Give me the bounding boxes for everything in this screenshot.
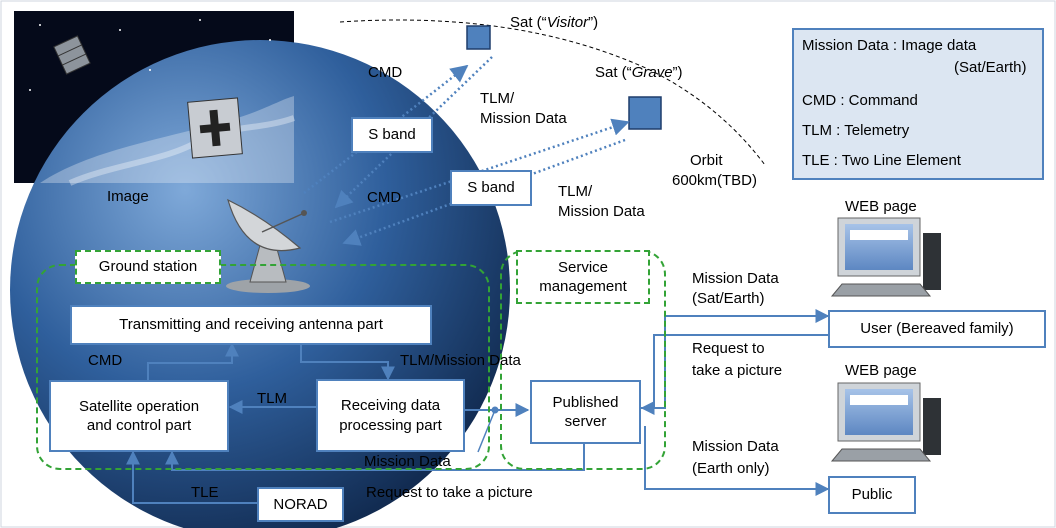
service-title-line1: Service [557, 258, 609, 276]
tlm-mission-label: TLM/Mission Data [400, 352, 521, 369]
sat-op-line1: Satellite operation [78, 397, 200, 415]
cubesat-large-icon [187, 97, 243, 159]
orbit-label-2: 600km(TBD) [672, 172, 758, 189]
tlm-internal-label: TLM [257, 390, 287, 407]
satellite-grave-icon [628, 96, 662, 130]
satellite-grave-label: Sat (“Grave”) [595, 64, 683, 81]
mission-data-label: Mission Data [364, 453, 451, 470]
md-sat-earth-label-1: Mission Data [692, 270, 779, 287]
request-label-1: Request to [692, 340, 765, 357]
image-caption: Image [107, 188, 149, 205]
tlm-mission-arrow [300, 344, 395, 381]
satellite-visitor-label: Sat (“Visitor”) [510, 14, 599, 31]
cmd-uplink-lower [329, 118, 630, 224]
satellite-visitor-icon [466, 25, 491, 50]
cmd-label-upper: CMD [368, 64, 403, 81]
tle-label: TLE [191, 484, 219, 501]
cmd-label-lower: CMD [367, 189, 402, 206]
request-arrow [165, 444, 585, 471]
legend-mission-data: Mission Data : Image data [802, 37, 977, 54]
md-sat-earth-label-2: (Sat/Earth) [692, 290, 765, 307]
orbit-arc [339, 19, 766, 166]
cubesat-small-icon [53, 35, 91, 75]
tlm-label-upper-2: Mission Data [480, 110, 567, 127]
cmd-internal-label: CMD [88, 352, 123, 369]
tlm-label-lower-2: Mission Data [558, 203, 645, 220]
web-page-label-1: WEB page [845, 198, 917, 215]
s-band-box-lower: S band [450, 170, 532, 206]
legend-box: Mission Data : Image data (Sat/Earth) CM… [792, 28, 1044, 180]
ground-station-title: Ground station [75, 250, 221, 284]
cmd-arrow [147, 342, 239, 383]
mission-data-leader [477, 409, 496, 453]
request-label-2: take a picture [692, 362, 783, 379]
user-box: User (Bereaved family) [828, 310, 1046, 348]
receiving-data-box: Receiving data processing part [316, 379, 465, 452]
request-bottom-label: Request to take a picture [366, 484, 533, 501]
recv-line2: processing part [339, 416, 442, 434]
s-band-box-upper: S band [351, 117, 433, 153]
computer-icon-public [830, 382, 941, 462]
legend-mission-data-detail: (Sat/Earth) [954, 59, 1027, 76]
tlm-label-upper-1: TLM/ [480, 90, 515, 107]
legend-tlm: TLM : Telemetry [802, 122, 910, 139]
dish-antenna-icon [226, 198, 310, 293]
ground-station-region [36, 264, 490, 470]
tlm-label-lower-1: TLM/ [558, 183, 593, 200]
legend-cmd: CMD : Command [802, 92, 918, 109]
antenna-part-box: Transmitting and receiving antenna part [70, 305, 432, 345]
published-server-box: Published server [530, 380, 641, 444]
satellite-operation-box: Satellite operation and control part [49, 380, 229, 452]
public-box: Public [828, 476, 916, 514]
md-earth-label-2: (Earth only) [692, 460, 770, 477]
sat-op-line2: and control part [86, 417, 192, 434]
server-line1: Published [552, 393, 619, 411]
tlm-downlink-upper [334, 56, 493, 209]
web-page-label-2: WEB page [845, 362, 917, 379]
orbit-label-1: Orbit [690, 152, 723, 169]
to-public-arrow [644, 426, 830, 496]
service-management-title: Service management [516, 250, 650, 304]
norad-box: NORAD [257, 487, 344, 522]
recv-line1: Receiving data [340, 397, 441, 414]
legend-tle: TLE : Two Line Element [802, 152, 961, 169]
user-request-arrow [640, 334, 828, 415]
md-earth-label-1: Mission Data [692, 438, 779, 455]
computer-icon-user [830, 217, 941, 297]
service-title-line2: management [539, 278, 627, 295]
server-line2: server [564, 413, 607, 430]
